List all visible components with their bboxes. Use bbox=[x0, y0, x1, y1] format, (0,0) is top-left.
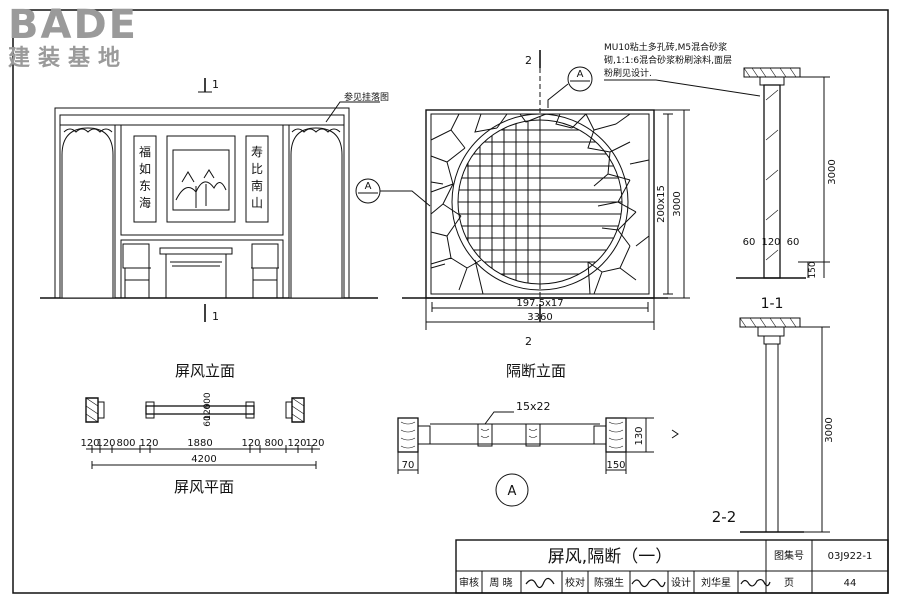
couplet-right-char: 山 bbox=[251, 196, 263, 210]
dim-grid-horizontal: 197.5x17 bbox=[516, 298, 563, 309]
screen-elevation-title: 屏风立面 bbox=[175, 362, 235, 380]
plan-dim: 800 bbox=[116, 438, 135, 449]
dim-grid-vertical: 200x15 bbox=[656, 185, 667, 223]
note-line: MU10粘土多孔砖,M5混合砂浆 bbox=[604, 41, 727, 53]
detail-a-callout-top: A bbox=[577, 69, 584, 80]
dim-partition-height: 3000 bbox=[672, 191, 683, 216]
plan-dim-top: 60 bbox=[203, 415, 213, 427]
section-2-2 bbox=[739, 317, 830, 533]
couplet-right: 寿 比 南 山 bbox=[251, 145, 263, 210]
leader-note: 参见挂落图 bbox=[344, 91, 389, 103]
dim-total-width: 3360 bbox=[527, 312, 552, 323]
plan-dim: 120 bbox=[305, 438, 324, 449]
section-2-dim-height: 3000 bbox=[824, 417, 835, 442]
section-mark-1-top: 1 bbox=[212, 78, 219, 91]
note-line: 粉刷见设计. bbox=[604, 67, 652, 79]
title-block-cell: 校对 bbox=[565, 576, 585, 589]
section-1-1 bbox=[736, 67, 830, 279]
title-block-cell: 审核 bbox=[459, 576, 479, 589]
couplet-left-char: 东 bbox=[139, 179, 151, 193]
partition-elevation-title: 隔断立面 bbox=[506, 362, 566, 380]
brand-chinese: 建装基地 bbox=[8, 46, 129, 71]
plan-dim: 120 bbox=[80, 438, 99, 449]
plan-dim: 1880 bbox=[187, 438, 212, 449]
detail-a bbox=[397, 411, 679, 507]
couplet-left-char: 如 bbox=[139, 161, 151, 176]
construction-note: MU10粘土多孔砖,M5混合砂浆 砌,1:1:6混合砂浆粉刷涂料,面层 粉刷见设… bbox=[604, 41, 761, 97]
couplet-left-char: 海 bbox=[139, 195, 151, 210]
plan-dim: 120 bbox=[287, 438, 306, 449]
section-2-label: 2-2 bbox=[712, 508, 737, 526]
section-mark-2-top: 2 bbox=[525, 54, 532, 67]
sheet-frame bbox=[12, 9, 889, 594]
title-block-cell: 设计 bbox=[671, 576, 691, 589]
couplet-right-char: 比 bbox=[251, 162, 263, 176]
plan-dim: 120 bbox=[96, 438, 115, 449]
brand-latin: BADE bbox=[8, 2, 138, 48]
title-block bbox=[455, 539, 889, 594]
plan-dim: 120 bbox=[139, 438, 158, 449]
detail-a-tag: A bbox=[508, 484, 517, 499]
section-1-dim-left: 60 bbox=[743, 237, 756, 248]
section-1-label: 1-1 bbox=[761, 296, 784, 312]
screen-plan-title: 屏风平面 bbox=[174, 478, 234, 496]
title-block-title: 屏风,隔断（一） bbox=[548, 547, 672, 567]
title-block-atlas-label: 图集号 bbox=[774, 549, 804, 562]
plan-dim-top: 120 bbox=[203, 403, 213, 420]
note-line: 砌,1:1:6混合砂浆粉刷涂料,面层 bbox=[604, 54, 732, 66]
section-1-dim-core: 120 bbox=[761, 237, 780, 248]
screen-elevation bbox=[40, 78, 380, 322]
screen-plan bbox=[85, 397, 320, 469]
section-1-dim-height: 3000 bbox=[827, 159, 838, 184]
section-1-dim-base: 150 bbox=[808, 261, 818, 278]
couplet-right-char: 南 bbox=[251, 178, 263, 193]
plan-dim-top: 600 bbox=[203, 392, 213, 409]
brand-watermark: BADE 建装基地 bbox=[8, 4, 138, 72]
title-block-page-no: 44 bbox=[844, 578, 857, 589]
couplet-left: 福 如 东 海 bbox=[139, 144, 151, 210]
section-mark-1-bottom: 1 bbox=[212, 310, 219, 323]
detail-a-height-dim: 130 bbox=[634, 426, 645, 445]
couplet-right-char: 寿 bbox=[251, 145, 263, 159]
title-block-cell: 陈强生 bbox=[594, 576, 624, 589]
plan-dim: 800 bbox=[264, 438, 283, 449]
couplet-left-char: 福 bbox=[139, 144, 151, 159]
detail-a-member-dim: 15x22 bbox=[516, 400, 551, 413]
partition-elevation bbox=[355, 50, 690, 330]
title-block-cell: 刘华星 bbox=[701, 576, 731, 589]
title-block-cell: 周 晓 bbox=[489, 577, 512, 589]
detail-a-callout-left: A bbox=[365, 181, 372, 192]
detail-a-left-dim: 70 bbox=[402, 460, 415, 471]
plan-dim: 120 bbox=[241, 438, 260, 449]
detail-a-right-dim: 150 bbox=[606, 460, 625, 471]
section-mark-2-bottom: 2 bbox=[525, 335, 532, 348]
section-1-dim-right: 60 bbox=[787, 237, 800, 248]
title-block-cell: 页 bbox=[784, 577, 794, 589]
plan-dim-total: 4200 bbox=[191, 454, 216, 465]
title-block-atlas-no: 03J922-1 bbox=[828, 551, 873, 562]
